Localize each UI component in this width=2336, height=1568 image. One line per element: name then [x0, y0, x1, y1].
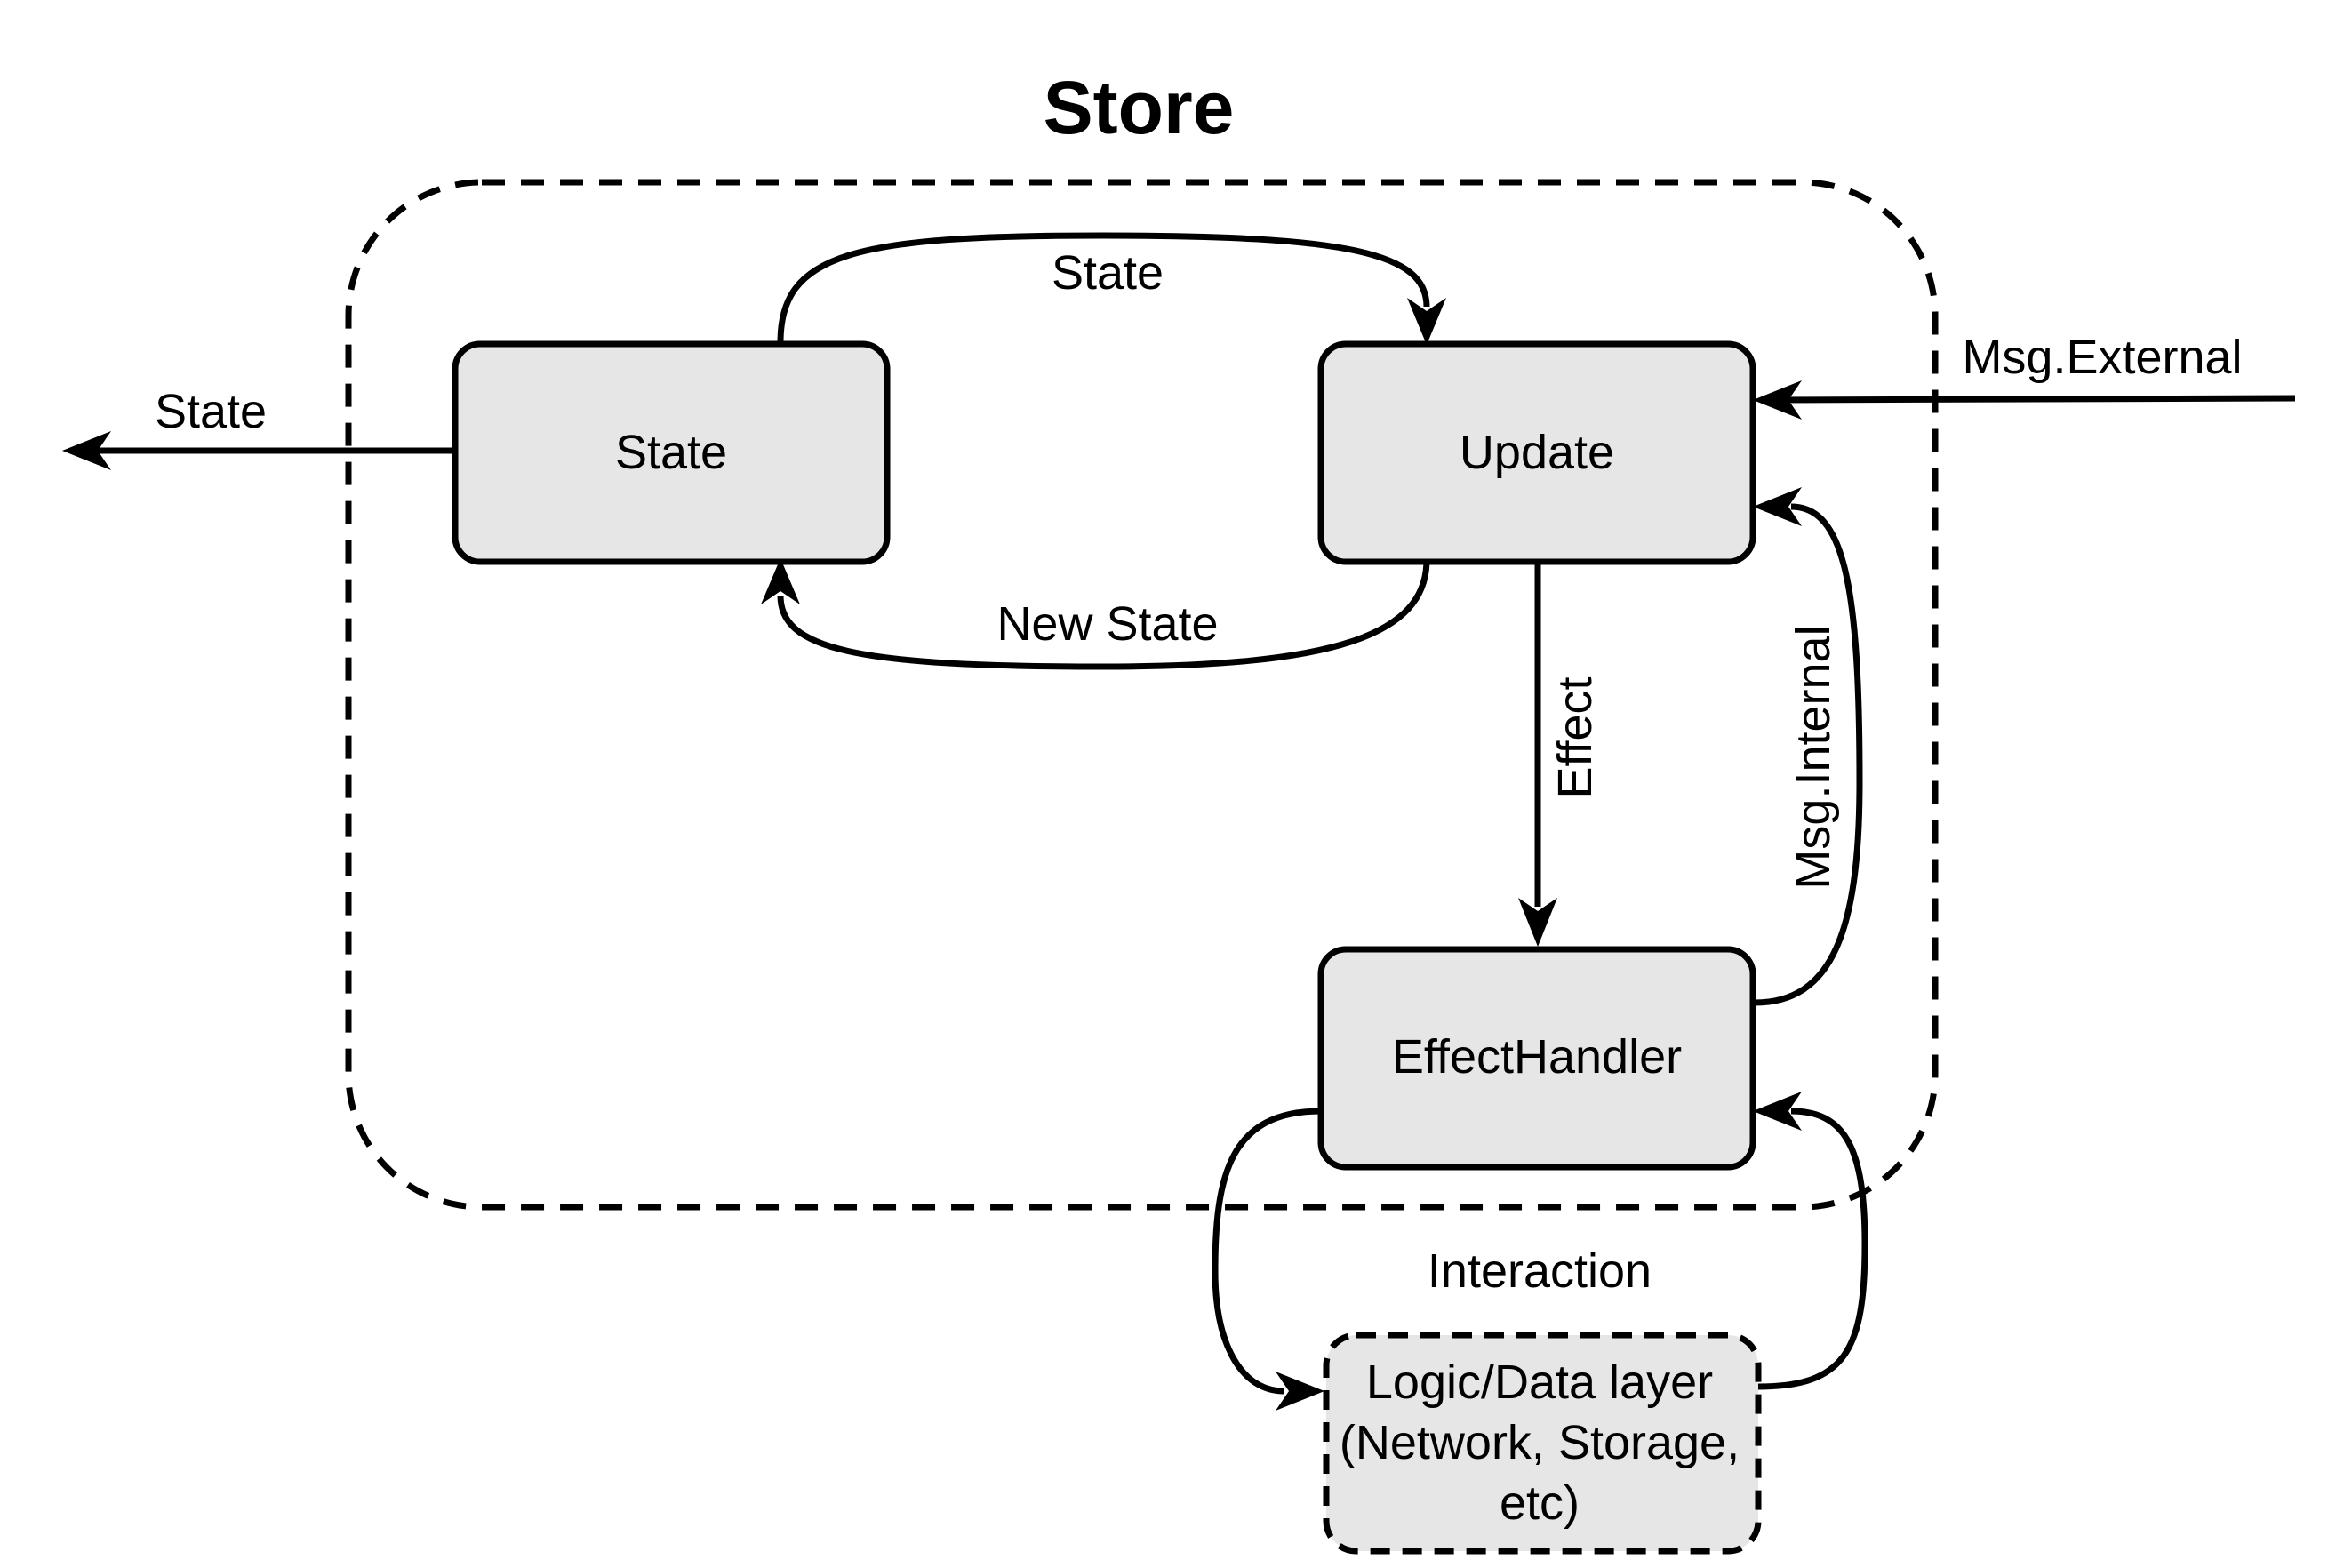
edge-update-to-state	[777, 559, 1430, 670]
node-update-label: Update	[1460, 426, 1614, 479]
arrowhead-interaction-out	[1276, 1372, 1324, 1411]
node-logic-data-layer: Logic/Data layer (Network, Storage, etc)	[1323, 1332, 1762, 1555]
node-effect-handler-label: EffectHandler	[1392, 1030, 1682, 1084]
node-logic-data-layer-line-1: Logic/Data layer	[1366, 1356, 1713, 1409]
edge-msg-external	[1764, 395, 2296, 404]
edge-msg-internal	[1754, 503, 1863, 1006]
arrowhead-state-output	[62, 431, 111, 470]
edge-label-new-state: New State	[996, 597, 1218, 651]
edge-state-to-update	[777, 232, 1430, 343]
edge-interaction-in	[1757, 1108, 1868, 1390]
node-logic-data-layer-line-2: (Network, Storage,	[1340, 1416, 1740, 1469]
arrowhead-msg-external	[1753, 380, 1802, 420]
node-update: Update	[1317, 340, 1756, 565]
arrowhead-interaction-in	[1753, 1092, 1802, 1131]
node-effect-handler: EffectHandler	[1317, 946, 1756, 1171]
arrowhead-msg-internal	[1753, 487, 1802, 526]
node-effect-handler-box	[1317, 946, 1756, 1171]
node-logic-data-layer-line-3: etc)	[1500, 1476, 1580, 1530]
edge-label-msg-internal: Msg.Internal	[1787, 625, 1840, 889]
node-update-box	[1317, 340, 1756, 565]
arrowhead-update-to-state	[761, 558, 800, 604]
edge-label-interaction: Interaction	[1428, 1244, 1652, 1298]
edge-label-msg-external: Msg.External	[1962, 331, 2242, 384]
diagram-title: Store	[1044, 66, 1235, 149]
node-state-box	[452, 340, 891, 565]
edge-label-state-to-update: State	[1052, 246, 1164, 300]
edge-label-state-output: State	[155, 385, 267, 438]
node-state-label: State	[615, 426, 727, 479]
node-logic-data-layer-box	[1323, 1332, 1762, 1555]
edge-label-effect: Effect	[1548, 676, 1602, 798]
edge-interaction-out	[1212, 1108, 1322, 1395]
arrowhead-effect	[1518, 898, 1557, 947]
arrowhead-state-to-update	[1407, 298, 1446, 345]
node-state: State	[452, 340, 891, 565]
